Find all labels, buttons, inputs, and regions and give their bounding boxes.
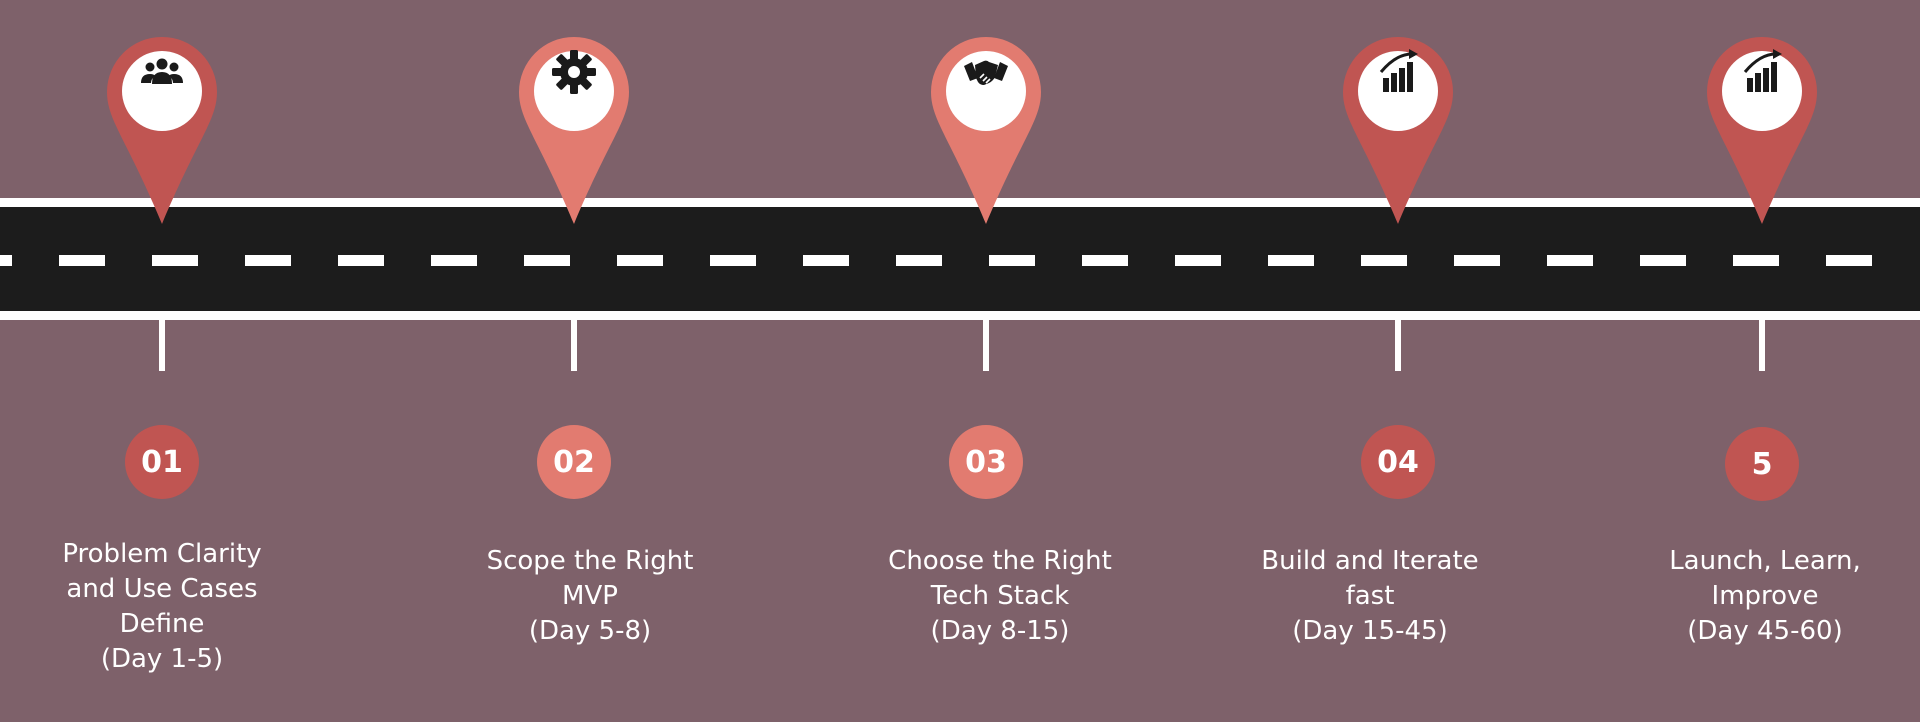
road-dash	[617, 255, 663, 266]
step-description-line: (Day 5-8)	[528, 616, 652, 646]
road-dash	[1547, 255, 1593, 266]
step-description-line: Choose the Right	[888, 546, 1112, 576]
road-dash	[0, 255, 12, 266]
location-pin-2	[516, 34, 632, 226]
milestone-tick	[571, 318, 577, 371]
growth-chart-icon	[1374, 48, 1422, 96]
growth-chart-icon	[1738, 48, 1786, 96]
road-dash	[338, 255, 384, 266]
road-dash	[1454, 255, 1500, 266]
step-description-line: (Day 1-5)	[100, 644, 224, 674]
road-top-edge	[0, 198, 1920, 207]
milestone-tick	[1759, 318, 1765, 371]
road-dash	[524, 255, 570, 266]
road-dash	[710, 255, 756, 266]
step-description-line: Problem Clarity	[62, 539, 262, 569]
road-dash	[989, 255, 1035, 266]
step-description-line: (Day 45-60)	[1687, 616, 1843, 646]
road	[0, 207, 1920, 311]
road-dash	[245, 255, 291, 266]
step-description-line: Tech Stack	[930, 581, 1070, 611]
step-description-line: fast	[1345, 581, 1395, 611]
step-description-line: and Use Cases	[66, 574, 258, 604]
location-pin-1	[104, 34, 220, 226]
step-description: Launch, Learn, Improve (Day 45-60)	[1615, 544, 1915, 649]
step-number-badge: 5	[1725, 427, 1799, 501]
road-dash	[152, 255, 198, 266]
milestone-tick	[1395, 318, 1401, 371]
step-description-line: (Day 8-15)	[930, 616, 1070, 646]
road-bottom-edge	[0, 311, 1920, 320]
location-pin-3	[928, 34, 1044, 226]
road-dash	[1268, 255, 1314, 266]
step-description-line: Define	[119, 609, 205, 639]
road-dash	[1826, 255, 1872, 266]
road-dash	[431, 255, 477, 266]
step-number-badge: 02	[537, 425, 611, 499]
location-pin-4	[1340, 34, 1456, 226]
step-number-badge: 01	[125, 425, 199, 499]
road-dash	[1082, 255, 1128, 266]
road-dash	[1733, 255, 1779, 266]
step-description-line: Build and Iterate	[1261, 546, 1479, 576]
road-dash	[1175, 255, 1221, 266]
step-description-line: (Day 15-45)	[1292, 616, 1448, 646]
road-dash	[1361, 255, 1407, 266]
gear-icon	[550, 48, 598, 96]
road-dash	[803, 255, 849, 266]
road-dash	[1640, 255, 1686, 266]
road-dash	[59, 255, 105, 266]
road-dash	[896, 255, 942, 266]
people-group-icon	[138, 48, 186, 96]
step-description: Build and Iterate fast (Day 15-45)	[1220, 544, 1520, 649]
step-description-line: MVP	[562, 581, 618, 611]
step-number-badge: 03	[949, 425, 1023, 499]
step-description-line: Scope the Right	[486, 546, 694, 576]
step-number-badge: 04	[1361, 425, 1435, 499]
milestone-tick	[983, 318, 989, 371]
location-pin-5	[1704, 34, 1820, 226]
milestone-tick	[159, 318, 165, 371]
step-description-line: Launch, Learn, Improve	[1669, 546, 1861, 611]
handshake-icon	[962, 48, 1010, 96]
